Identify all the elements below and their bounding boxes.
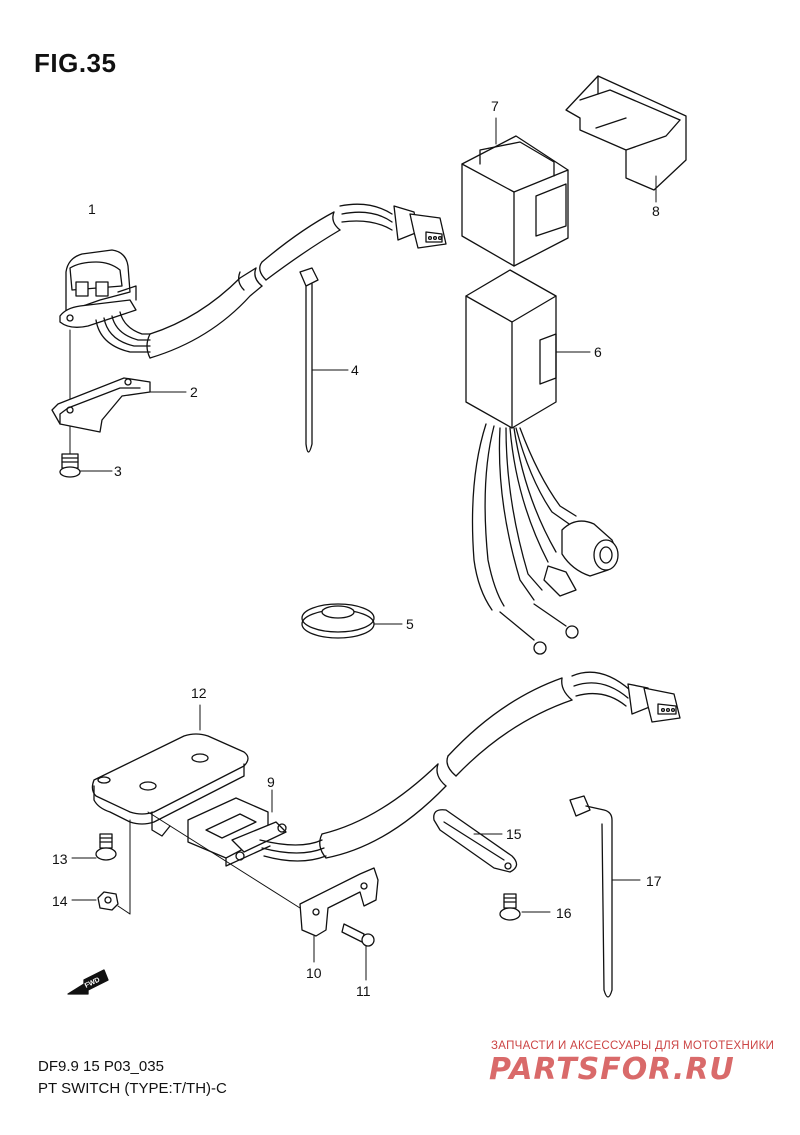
figure-title: FIG.35 — [34, 48, 117, 78]
callout-3: 3 — [114, 463, 122, 479]
callout-9: 9 — [267, 774, 275, 790]
bracket-2 — [51, 377, 187, 433]
relay-7 — [461, 117, 569, 267]
callout-8: 8 — [652, 203, 660, 219]
callout-12: 12 — [191, 685, 207, 701]
callout-10: 10 — [306, 965, 322, 981]
watermark-logo: PARTSFOR.RU — [489, 1052, 735, 1087]
callout-1: 1 — [88, 201, 96, 217]
bracket-10 — [299, 867, 379, 963]
watermark-tagline: ЗАПЧАСТИ И АКСЕССУАРЫ ДЛЯ МОТОТЕХНИКИ — [491, 1040, 775, 1052]
callout-4: 4 — [351, 362, 359, 378]
callout-5: 5 — [406, 616, 414, 632]
clamp-15 — [433, 809, 518, 873]
figure-caption: PT SWITCH (TYPE:T/TH)-C — [38, 1080, 227, 1097]
switch-assy-9 — [187, 671, 681, 867]
callout-6: 6 — [594, 344, 602, 360]
grommet-5 — [301, 603, 403, 639]
holder-8 — [565, 75, 687, 203]
callout-2: 2 — [190, 384, 198, 400]
bolt-13 — [71, 833, 117, 861]
pt-switch-1 — [59, 203, 447, 456]
fwd-direction-icon: FWD — [67, 969, 109, 995]
cable-tie-17 — [569, 795, 641, 998]
callout-7: 7 — [491, 98, 499, 114]
callout-13: 13 — [52, 851, 68, 867]
nut-14 — [71, 891, 119, 911]
callout-16: 16 — [556, 905, 572, 921]
callout-11: 11 — [356, 983, 371, 999]
callout-15: 15 — [506, 826, 522, 842]
bolt-16 — [499, 893, 551, 921]
callout-14: 14 — [52, 893, 68, 909]
screw-11 — [341, 923, 375, 981]
model-code: DF9.9 15 P03_035 — [38, 1058, 164, 1075]
screw-3 — [59, 453, 113, 478]
callout-numbers: 1 2 3 4 5 6 7 8 9 10 11 12 13 14 15 16 1… — [52, 98, 662, 999]
callout-17: 17 — [646, 873, 662, 889]
unit-6 — [465, 269, 619, 655]
cable-tie-4 — [299, 267, 349, 453]
